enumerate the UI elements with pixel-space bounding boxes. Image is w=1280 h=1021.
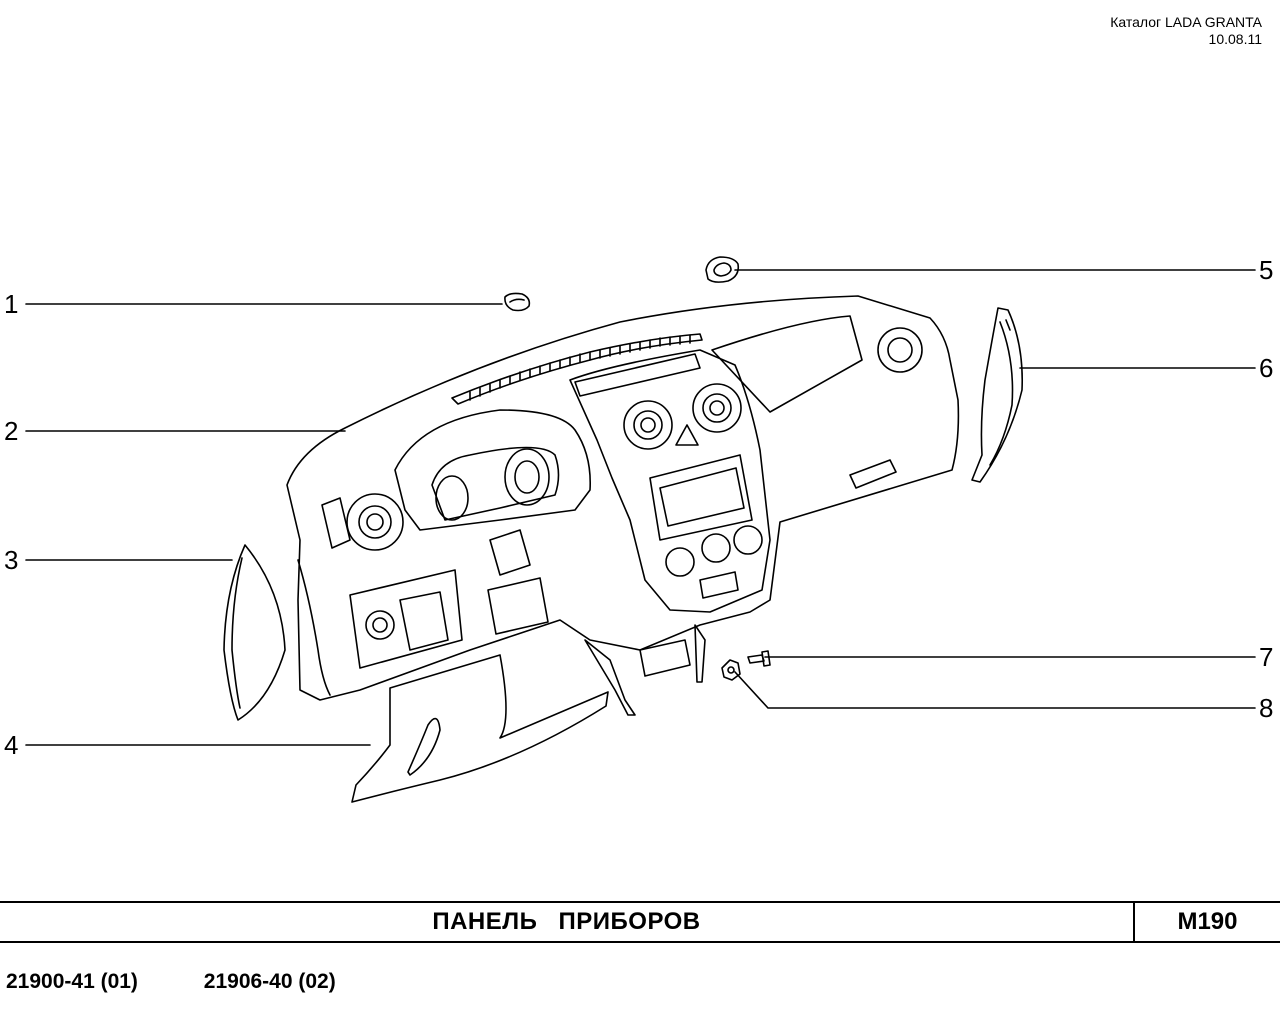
title-block: ПАНЕЛЬ ПРИБОРОВ M190 (0, 901, 1280, 943)
page-title: ПАНЕЛЬ ПРИБОРОВ (432, 908, 701, 935)
nut-part-8 (721, 659, 741, 681)
section-code: M190 (1177, 908, 1238, 935)
callout-8: 8 (1259, 693, 1274, 723)
callout-4: 4 (4, 730, 19, 760)
catalog-header: Каталог LADA GRANTA 10.08.11 (1110, 14, 1262, 48)
plug-part-5 (705, 256, 740, 283)
model-code: 21906-40 (02) (203, 970, 336, 993)
callout-3: 3 (4, 545, 19, 575)
model-codes: 21900-41 (01) 21906-40 (02) (6, 970, 396, 994)
callout-7: 7 (1259, 642, 1274, 672)
catalog-date: 10.08.11 (1208, 31, 1262, 47)
glove-box-lid-part-4 (351, 654, 609, 803)
left-end-cap-part-3 (223, 544, 286, 721)
model-code: 21900-41 (01) (6, 970, 138, 993)
dashboard-diagram (25, 256, 1256, 803)
callout-6: 6 (1259, 353, 1274, 383)
callout-2: 2 (4, 416, 19, 446)
title-divider (1133, 903, 1135, 941)
screw-part-7 (747, 650, 771, 667)
right-end-cap-part-6 (971, 307, 1024, 483)
dashboard-body-part-2 (286, 295, 960, 716)
clip-part-1 (504, 292, 531, 312)
callout-5: 5 (1259, 255, 1274, 285)
catalog-name: Каталог LADA GRANTA (1110, 14, 1262, 30)
leader-lines (25, 269, 1256, 746)
callout-1: 1 (4, 289, 19, 319)
